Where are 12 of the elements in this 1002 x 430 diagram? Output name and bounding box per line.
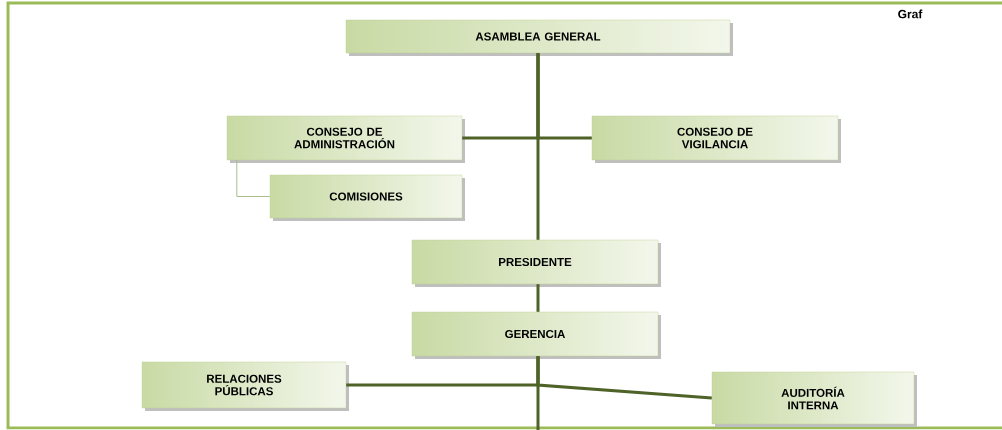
org-box: CONSEJO DE ADMINISTRACIÓN	[226, 115, 465, 163]
connector-line	[536, 356, 540, 430]
org-box: AUDITORÍA INTERNA	[711, 371, 917, 427]
org-box: PRESIDENTE	[411, 239, 661, 287]
org-box: ASAMBLEA GENERAL	[345, 19, 733, 56]
org-box: RELACIONES PÚBLICAS	[141, 361, 349, 411]
org-box: GERENCIA	[411, 311, 661, 359]
header-text: Graf	[898, 9, 923, 19]
org-box: CONSEJO DE VIGILANCIA	[591, 115, 841, 163]
connector-line	[536, 284, 540, 312]
org-box: COMISIONES	[269, 174, 465, 221]
connector-line	[536, 53, 540, 240]
